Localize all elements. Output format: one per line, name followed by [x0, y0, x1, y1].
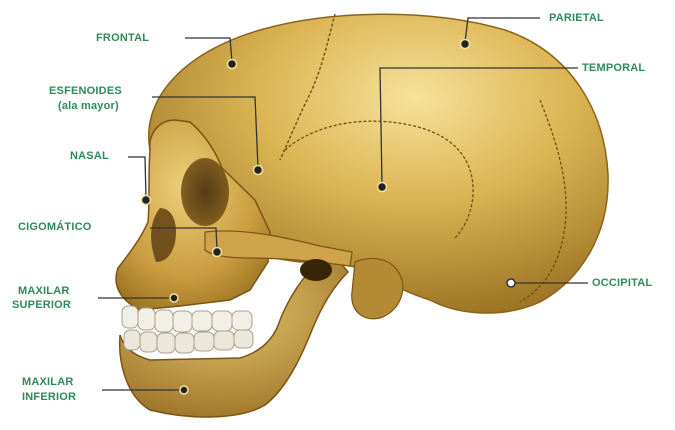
lower-teeth: [124, 330, 253, 353]
label-maxilar-superior-line2: SUPERIOR: [12, 299, 71, 312]
marker-nasal: [142, 196, 151, 205]
leader-nasal: [128, 157, 146, 198]
marker-maxilar-superior: [170, 294, 178, 302]
label-esfenoides: ESFENOIDES: [49, 85, 122, 98]
label-cigomatico: CIGOMÁTICO: [18, 221, 92, 234]
marker-parietal: [461, 40, 470, 49]
label-maxilar-superior-line1: MAXILAR: [18, 285, 70, 298]
marker-occipital: [507, 279, 515, 287]
mastoid-shape: [352, 258, 403, 318]
marker-frontal: [228, 60, 237, 69]
ear-canal-shape: [300, 259, 332, 281]
upper-teeth: [122, 306, 252, 332]
label-nasal: NASAL: [70, 150, 109, 163]
label-temporal: TEMPORAL: [582, 62, 645, 75]
marker-esfenoides: [254, 166, 263, 175]
label-frontal: FRONTAL: [96, 32, 149, 45]
orbit-shape: [181, 158, 229, 226]
marker-cigomatico: [213, 248, 222, 257]
marker-maxilar-inferior: [180, 386, 188, 394]
marker-temporal: [378, 183, 387, 192]
label-esfenoides-sub: (ala mayor): [58, 100, 119, 113]
label-parietal: PARIETAL: [549, 12, 604, 25]
label-occipital: OCCIPITAL: [592, 277, 652, 290]
label-maxilar-inferior-line2: INFERIOR: [22, 391, 76, 404]
label-maxilar-inferior-line1: MAXILAR: [22, 376, 74, 389]
